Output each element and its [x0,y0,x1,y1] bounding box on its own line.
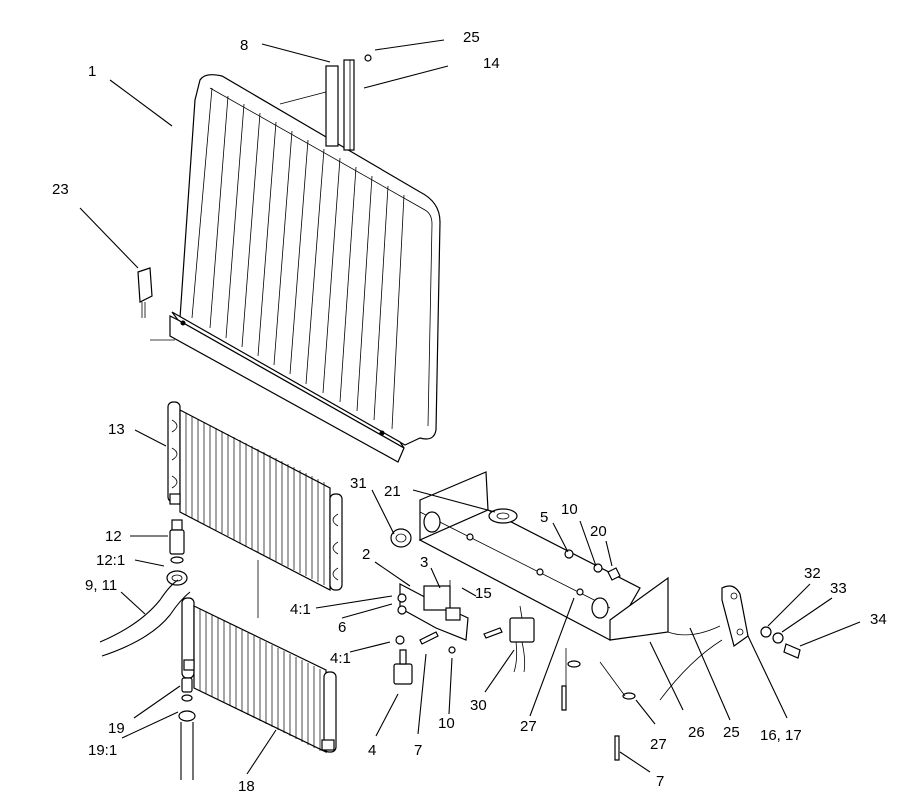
callout-10-b: 10 [438,715,455,732]
toggle-switch [393,649,413,685]
callout-4: 4 [368,742,376,759]
callout-1: 1 [88,63,96,80]
callout-12-1: 12:1 [96,552,125,569]
callout-labels: 1 8 25 14 23 13 12 12:1 9, 11 31 21 5 10… [52,29,887,795]
callout-25-b: 25 [723,724,740,741]
grommet [390,528,412,548]
callout-2: 2 [362,546,370,563]
callout-14: 14 [483,55,500,72]
callout-21: 21 [384,483,401,500]
leader-lines [79,39,861,775]
callout-26: 26 [688,724,705,741]
lower-heater-core [181,597,337,753]
callout-32: 32 [804,565,821,582]
bolts-middle [419,627,503,654]
callout-6: 6 [338,619,346,636]
callout-18: 18 [238,778,255,795]
callout-5: 5 [540,509,548,526]
seat-back-panel [150,74,441,463]
callout-20: 20 [590,523,607,540]
callout-4-1-a: 4:1 [290,601,311,618]
callout-15: 15 [475,585,492,602]
callout-7-a: 7 [414,742,422,759]
nuts-washers-top [564,549,621,581]
callout-23: 23 [52,181,69,198]
callout-34: 34 [870,611,887,628]
callout-27-b: 27 [650,736,667,753]
switch-bracket [395,580,469,645]
callout-4-1-b: 4:1 [330,650,351,667]
callout-25-top: 25 [463,29,480,46]
callout-27-a: 27 [520,718,537,735]
callout-19-1: 19:1 [88,742,117,759]
callout-8: 8 [240,37,248,54]
callout-10-top: 10 [561,501,578,518]
upper-heater-core [167,401,343,591]
callout-30: 30 [470,697,487,714]
latch-knob [137,267,153,318]
callout-9-11: 9, 11 [85,577,117,594]
callout-31: 31 [350,475,367,492]
callout-12: 12 [105,528,122,545]
hose-fittings-lower [178,677,196,780]
callout-13: 13 [108,421,125,438]
pivot-bracket [659,585,801,701]
heater-hose [99,560,259,657]
relay [509,605,535,673]
callout-33: 33 [830,580,847,597]
upright-posts [279,54,372,151]
callout-19: 19 [108,720,125,737]
hose-fittings-upper [166,519,188,586]
callout-7-b: 7 [656,773,664,790]
bolts-lower [561,648,636,761]
callout-3: 3 [420,554,428,571]
callout-16-17: 16, 17 [760,727,802,744]
